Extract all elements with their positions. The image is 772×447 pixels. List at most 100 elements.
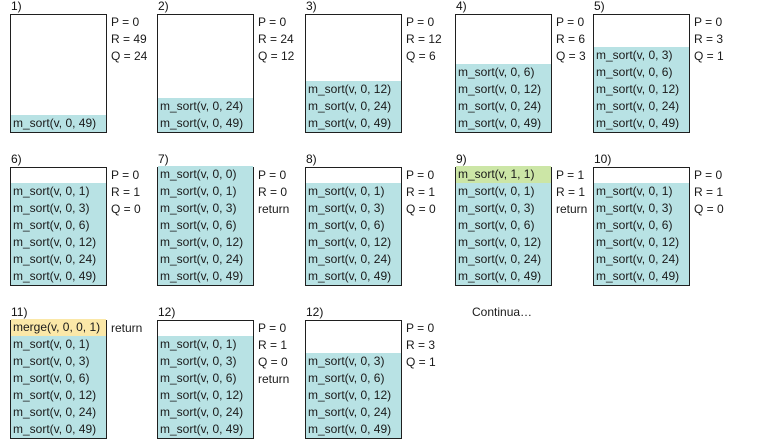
variable-value: R = 0 (258, 185, 288, 199)
stack-frame: m_sort(v, 1, 1) (456, 166, 551, 183)
stack-panel: 11)merge(v, 0, 0, 1)m_sort(v, 0, 1)m_sor… (10, 305, 160, 446)
stack-frame: m_sort(v, 0, 0) (158, 166, 253, 183)
variable-value: R = 6 (556, 32, 586, 46)
variable-value: P = 0 (406, 321, 435, 335)
stack-frame: m_sort(v, 0, 49) (158, 268, 253, 285)
variable-value: P = 0 (111, 15, 140, 29)
stack-frame: m_sort(v, 0, 24) (11, 251, 106, 268)
variable-value: P = 0 (556, 15, 585, 29)
stack-frame: m_sort(v, 0, 49) (594, 115, 689, 132)
call-stack: m_sort(v, 0, 0)m_sort(v, 0, 1)m_sort(v, … (157, 166, 254, 286)
stack-frame: m_sort(v, 0, 6) (11, 217, 106, 234)
call-stack: m_sort(v, 0, 3)m_sort(v, 0, 6)m_sort(v, … (305, 320, 402, 439)
panel-number: 12) (306, 305, 324, 319)
stack-frame: m_sort(v, 0, 49) (306, 268, 401, 285)
stack-frame: m_sort(v, 0, 1) (11, 183, 106, 200)
stack-frame: m_sort(v, 0, 12) (594, 81, 689, 98)
panel-number: 3) (306, 0, 317, 13)
stack-frame: m_sort(v, 0, 24) (11, 404, 106, 421)
variable-value: Q = 1 (694, 49, 724, 63)
variable-value: P = 0 (258, 321, 287, 335)
stack-frame: m_sort(v, 0, 1) (456, 183, 551, 200)
stack-frame: m_sort(v, 0, 12) (158, 234, 253, 251)
stack-frame: m_sort(v, 0, 24) (306, 98, 401, 115)
panel-number: 6) (11, 152, 22, 166)
call-stack: m_sort(v, 0, 6)m_sort(v, 0, 12)m_sort(v,… (455, 14, 552, 133)
stack-frame: m_sort(v, 0, 49) (456, 115, 551, 132)
variable-value: Q = 0 (258, 355, 288, 369)
stack-frame: m_sort(v, 0, 6) (456, 217, 551, 234)
stack-frame: m_sort(v, 0, 24) (456, 251, 551, 268)
stack-frame: m_sort(v, 0, 49) (594, 268, 689, 285)
stack-frame: m_sort(v, 0, 6) (594, 64, 689, 81)
variable-value: Q = 1 (406, 355, 436, 369)
stack-frame: m_sort(v, 0, 3) (11, 200, 106, 217)
call-stack: m_sort(v, 0, 1)m_sort(v, 0, 3)m_sort(v, … (305, 167, 402, 286)
stack-frame: m_sort(v, 0, 6) (306, 217, 401, 234)
variable-value: R = 3 (406, 338, 436, 352)
variable-value: P = 0 (258, 15, 287, 29)
stack-frame: m_sort(v, 0, 1) (11, 336, 106, 353)
stack-frame: m_sort(v, 0, 12) (456, 81, 551, 98)
stack-frame: m_sort(v, 0, 24) (306, 251, 401, 268)
variable-value: R = 1 (406, 185, 436, 199)
return-label: return (556, 202, 588, 216)
merge-frame: merge(v, 0, 0, 1) (11, 319, 106, 336)
stack-frame: m_sort(v, 0, 49) (456, 268, 551, 285)
variable-value: P = 0 (406, 15, 435, 29)
panel-number: 7) (158, 152, 169, 166)
variable-value: P = 1 (556, 168, 585, 182)
call-stack: m_sort(v, 0, 49) (10, 14, 107, 133)
stack-panel: 12)m_sort(v, 0, 3)m_sort(v, 0, 6)m_sort(… (305, 305, 455, 446)
variable-value: Q = 24 (111, 49, 148, 63)
stack-frame: m_sort(v, 0, 24) (158, 404, 253, 421)
panel-number: 10) (594, 152, 612, 166)
return-label: return (111, 321, 143, 335)
stack-frame: m_sort(v, 0, 6) (158, 370, 253, 387)
variable-value: Q = 3 (556, 49, 586, 63)
panel-number: 12) (158, 305, 176, 319)
stack-panel: 8)m_sort(v, 0, 1)m_sort(v, 0, 3)m_sort(v… (305, 152, 455, 293)
stack-frame: m_sort(v, 0, 12) (11, 387, 106, 404)
stack-frame: m_sort(v, 0, 6) (158, 217, 253, 234)
stack-frame: m_sort(v, 0, 6) (456, 64, 551, 81)
variable-value: Q = 0 (111, 202, 141, 216)
stack-frame: m_sort(v, 0, 3) (306, 200, 401, 217)
stack-frame: m_sort(v, 0, 1) (594, 183, 689, 200)
panel-number: 1) (11, 0, 22, 13)
stack-frame: m_sort(v, 0, 3) (306, 353, 401, 370)
return-label: return (258, 372, 290, 386)
variable-value: P = 0 (406, 168, 435, 182)
variable-value: R = 1 (556, 185, 586, 199)
stack-frame: m_sort(v, 0, 49) (11, 421, 106, 438)
stack-panel: 5)m_sort(v, 0, 3)m_sort(v, 0, 6)m_sort(v… (593, 0, 743, 140)
stack-frame: m_sort(v, 0, 6) (594, 217, 689, 234)
stack-panel: 9)m_sort(v, 1, 1)m_sort(v, 0, 1) m_sort(v… (455, 152, 605, 293)
variable-value: P = 0 (694, 168, 723, 182)
stack-frame: m_sort(v, 0, 24) (456, 98, 551, 115)
stack-frame: m_sort(v, 0, 3) (594, 200, 689, 217)
variable-value: R = 12 (406, 32, 442, 46)
stack-frame: m_sort(v, 0, 3) (594, 47, 689, 64)
call-stack: m_sort(v, 0, 3)m_sort(v, 0, 6)m_sort(v, … (593, 14, 690, 133)
stack-frame: m_sort(v, 0, 49) (306, 115, 401, 132)
panel-number: 9) (456, 152, 467, 166)
variable-value: Q = 12 (258, 49, 295, 63)
variable-value: P = 0 (694, 15, 723, 29)
stack-frame: m_sort(v, 0, 49) (158, 115, 253, 132)
stack-frame: m_sort(v, 0, 12) (158, 387, 253, 404)
stack-frame: m_sort(v, 0, 3) (158, 200, 253, 217)
call-stack: m_sort(v, 0, 1)m_sort(v, 0, 3)m_sort(v, … (157, 320, 254, 439)
panel-number: 5) (594, 0, 605, 13)
variable-value: P = 0 (258, 168, 287, 182)
variable-value: R = 49 (111, 32, 147, 46)
variable-value: R = 1 (111, 185, 141, 199)
call-stack: m_sort(v, 0, 1)m_sort(v, 0, 3)m_sort(v, … (593, 167, 690, 286)
panel-number: 8) (306, 152, 317, 166)
